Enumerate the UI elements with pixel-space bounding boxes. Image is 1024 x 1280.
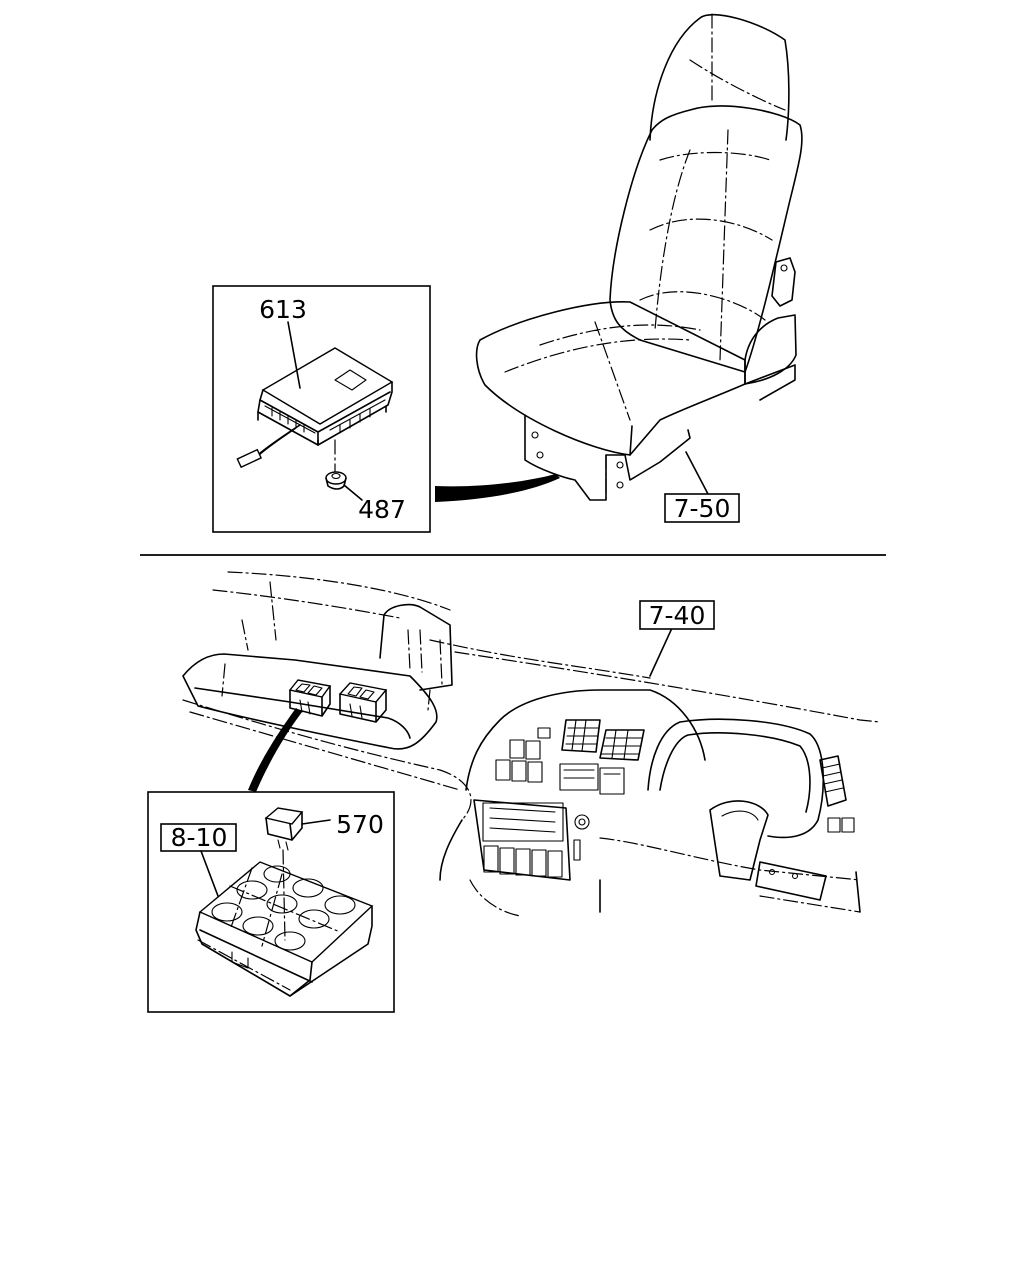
relay-570 (264, 807, 304, 851)
leader-570 (301, 819, 331, 825)
ref-box-8-10: 8-10 (160, 823, 237, 852)
relay-block-right (338, 682, 388, 723)
control-unit-613 (236, 347, 394, 469)
leader-487 (343, 484, 363, 501)
ref-box-7-50: 7-50 (664, 493, 740, 523)
leader-7-50 (685, 451, 709, 495)
location-arrow-dashboard (248, 708, 302, 792)
relay-block-8-10 (195, 849, 374, 997)
location-arrow-seat (435, 474, 560, 502)
ref-7-50-label: 7-50 (674, 494, 731, 523)
dashboard-illustration (182, 571, 881, 917)
callout-613: 613 (259, 295, 307, 324)
ref-7-40-label: 7-40 (649, 601, 706, 630)
leader-613 (287, 321, 301, 389)
seat-illustration (475, 13, 803, 501)
ref-box-7-40: 7-40 (639, 600, 715, 630)
callout-570: 570 (336, 810, 384, 839)
relay-block-left (288, 679, 332, 717)
ref-8-10-label: 8-10 (171, 823, 228, 852)
leader-8-10 (200, 850, 219, 897)
callout-487: 487 (358, 495, 406, 524)
leader-7-40 (649, 627, 673, 677)
